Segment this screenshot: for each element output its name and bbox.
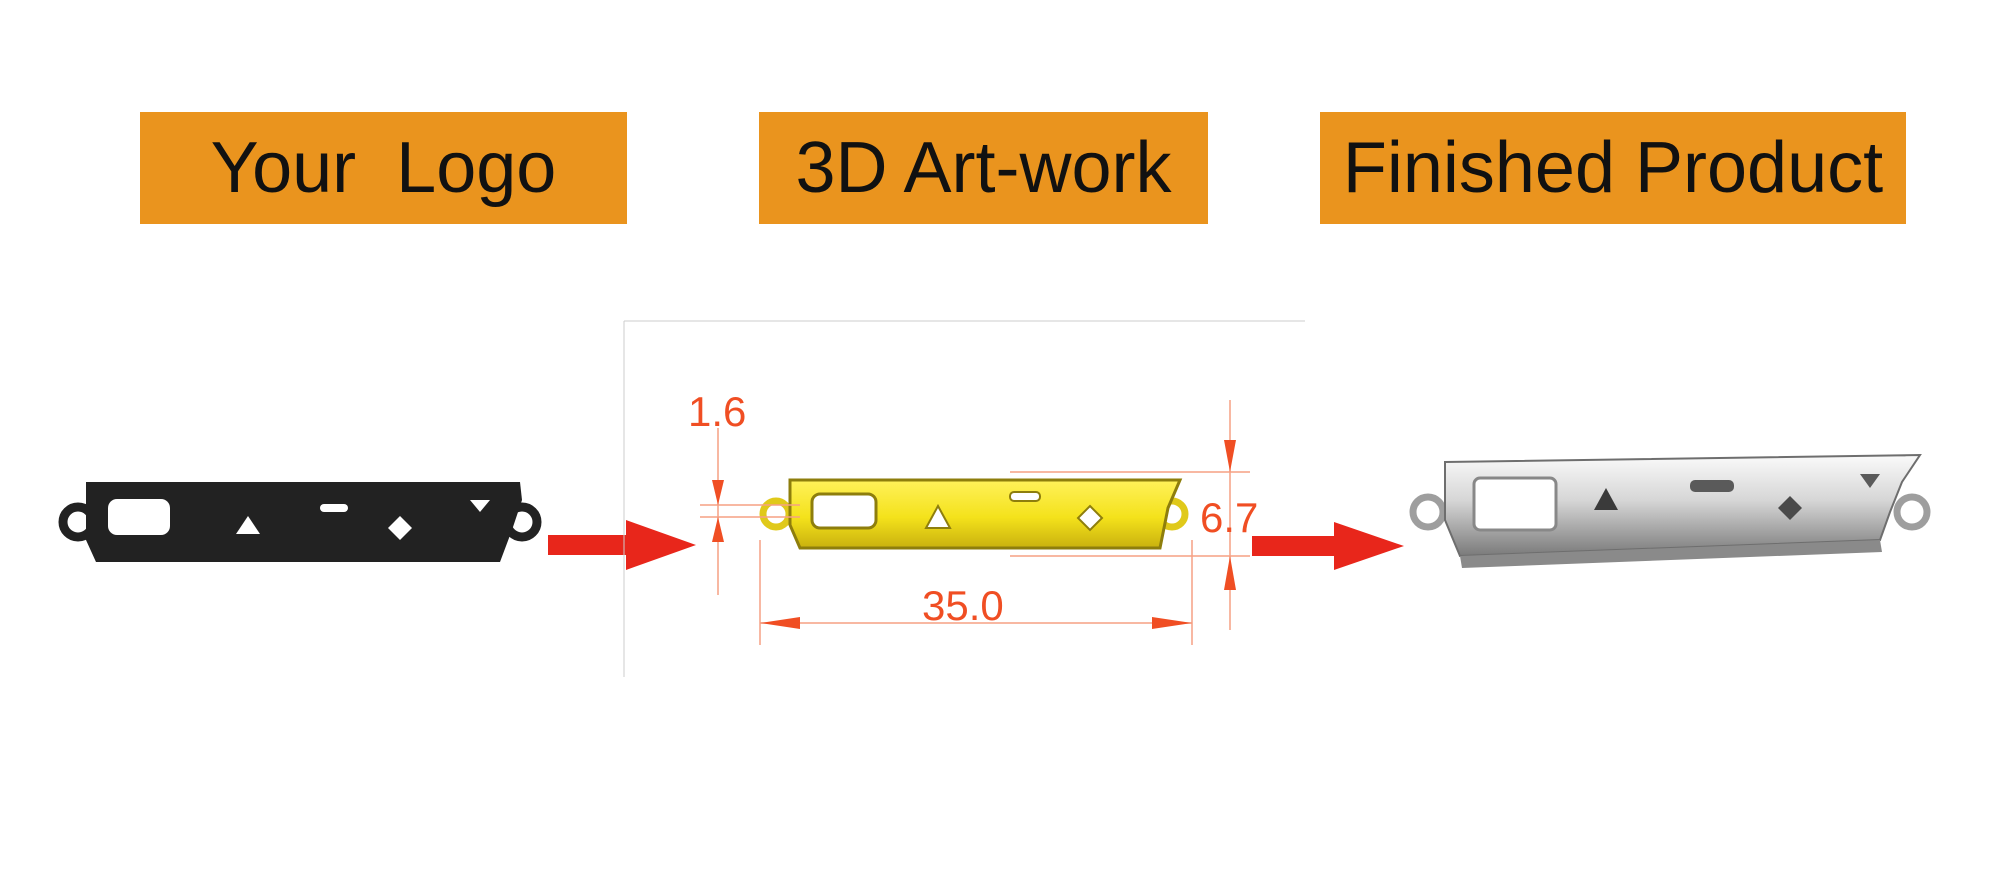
yellow-d-cutout bbox=[810, 492, 878, 530]
black-logo-d-cutout bbox=[108, 499, 170, 535]
metal-plate bbox=[1444, 453, 1922, 558]
finished-product-label: Finished Product bbox=[1320, 112, 1906, 224]
black-logo-y-cutout bbox=[470, 500, 490, 512]
art-work-label-text: 3D Art-work bbox=[795, 128, 1172, 208]
your-logo-label-text: Your Logo bbox=[210, 128, 557, 208]
black-logo-pendant bbox=[58, 482, 542, 562]
metal-d-cutout bbox=[1472, 476, 1558, 532]
right-arrow-icon bbox=[548, 520, 696, 570]
black-logo-x-cutout bbox=[388, 516, 412, 540]
art-work-label: 3D Art-work bbox=[759, 112, 1208, 224]
metal-finished-pendant bbox=[1409, 453, 1931, 568]
black-logo-plate bbox=[86, 482, 522, 562]
metal-left-loop-icon bbox=[1409, 493, 1447, 531]
finished-product-label-text: Finished Product bbox=[1342, 128, 1884, 208]
dimension-arrowheads bbox=[712, 440, 1236, 629]
your-logo-label: Your Logo bbox=[140, 112, 627, 224]
yellow-x-cutout bbox=[1076, 504, 1104, 532]
black-logo-r-cutout bbox=[320, 504, 348, 512]
metal-plate-edge bbox=[1460, 540, 1882, 568]
yellow-3d-pendant bbox=[759, 478, 1189, 550]
metal-r-cutout bbox=[1690, 480, 1734, 492]
thickness-dimension-label: 1.6 bbox=[688, 388, 746, 435]
right-arrow-icon bbox=[1252, 522, 1404, 570]
yellow-plate bbox=[788, 478, 1183, 550]
yellow-a-cutout bbox=[924, 503, 952, 529]
yellow-r-cutout bbox=[1009, 491, 1041, 502]
width-dimension-label: 35.0 bbox=[922, 582, 1004, 629]
metal-x-cutout bbox=[1778, 496, 1802, 520]
metal-y-cutout bbox=[1860, 474, 1880, 488]
metal-right-loop-icon bbox=[1893, 493, 1931, 531]
black-logo-a-cutout bbox=[236, 516, 260, 534]
art-work-frame bbox=[623, 320, 1305, 677]
height-dimension-label: 6.7 bbox=[1200, 494, 1258, 541]
metal-a-cutout bbox=[1594, 488, 1618, 510]
dimension-lines bbox=[700, 400, 1250, 645]
